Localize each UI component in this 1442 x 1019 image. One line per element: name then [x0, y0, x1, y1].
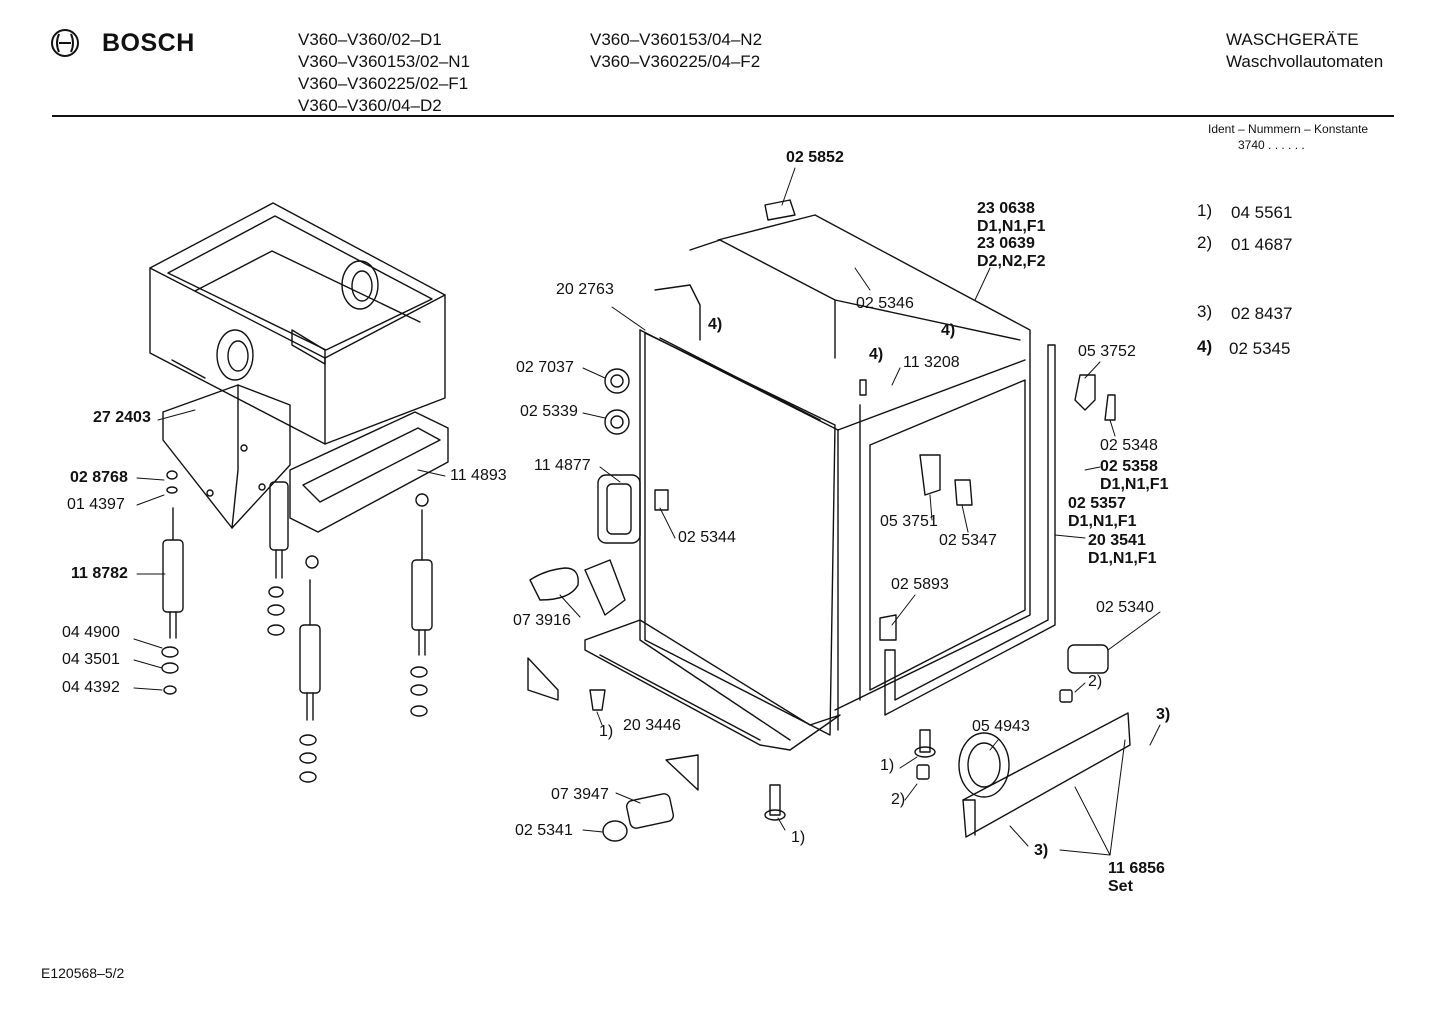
part-label: 02 5346 — [856, 295, 914, 312]
part-label: 02 5341 — [515, 822, 573, 839]
shock-absorber — [268, 482, 288, 635]
legend-part: 02 8437 — [1231, 304, 1293, 323]
part-label: 11 8782 — [71, 565, 128, 582]
ref-label: 2) — [891, 791, 906, 808]
header-divider — [52, 115, 1394, 117]
shock-absorber — [411, 494, 432, 716]
part-label: 20 3446 — [623, 717, 681, 734]
kickplate — [963, 713, 1130, 837]
legend-key: 1) — [1197, 201, 1213, 220]
part-label: 02 5344 — [678, 529, 736, 546]
model-line: V360–V360153/02–N1 — [298, 52, 471, 71]
part-label: 23 0638 — [977, 200, 1035, 217]
part-label: 05 3751 — [880, 513, 938, 530]
part-label: 02 5852 — [786, 149, 844, 166]
small-parts — [528, 200, 1115, 841]
door-frame — [598, 475, 640, 543]
ref-label: 1) — [880, 757, 895, 774]
part-label: 02 5348 — [1100, 437, 1158, 454]
part-label: 11 3208 — [903, 354, 960, 371]
ident-label: Ident – Nummern – Konstante — [1208, 122, 1369, 136]
part-label: 20 2763 — [556, 281, 614, 298]
ref-label: 3) — [1034, 842, 1049, 859]
brand-name: BOSCH — [102, 29, 195, 57]
ref-label: 1) — [791, 829, 806, 846]
cabinet-frame — [585, 215, 1030, 750]
part-label: 04 3501 — [62, 651, 120, 668]
part-label: 02 5358 — [1100, 458, 1158, 475]
legend-key: 2) — [1197, 233, 1213, 252]
set-label: Set — [1108, 878, 1133, 895]
variant-label: D2,N2,F2 — [977, 253, 1046, 270]
model-line: V360–V360/04–D2 — [298, 96, 442, 115]
drawing-code: E120568–5/2 — [41, 965, 125, 981]
shock-absorber — [162, 471, 183, 694]
part-label: 11 6856 — [1108, 860, 1165, 877]
ref-label: 4) — [708, 316, 723, 333]
leader-lines — [134, 168, 1160, 855]
ref-label: 3) — [1156, 706, 1171, 723]
part-label: 02 5340 — [1096, 599, 1154, 616]
variant-label: D1,N1,F1 — [1100, 476, 1169, 493]
part-label: 07 3947 — [551, 786, 609, 803]
bosch-logo-icon — [51, 29, 79, 57]
part-label: 23 0639 — [977, 235, 1035, 252]
model-line: V360–V360153/04–N2 — [590, 30, 763, 49]
front-panel — [645, 333, 835, 735]
part-label: 05 4943 — [972, 718, 1030, 735]
part-label: 05 3752 — [1078, 343, 1136, 360]
model-list-primary: V360–V360/02–D1 V360–V360153/02–N1 V360–… — [298, 29, 470, 117]
legend-part: 02 5345 — [1229, 339, 1291, 358]
legend-key: 3) — [1197, 302, 1213, 321]
part-label: 07 3916 — [513, 612, 571, 629]
shock-absorber — [300, 556, 320, 782]
side-frame — [885, 345, 1055, 715]
model-line: V360–V360225/02–F1 — [298, 74, 469, 93]
part-label: 01 4397 — [67, 496, 125, 513]
ident-value: 3740 . . . . . . — [1238, 138, 1305, 152]
mounting-bracket — [163, 385, 290, 528]
ref-label: 2) — [1088, 673, 1103, 690]
legend-part: 04 5561 — [1231, 203, 1293, 222]
category-block: WASCHGERÄTE Waschvollautomaten — [1226, 29, 1383, 73]
tub-support-box — [150, 203, 445, 444]
category-title: WASCHGERÄTE — [1226, 30, 1359, 49]
part-label: 11 4893 — [450, 467, 507, 484]
variant-label: D1,N1,F1 — [1068, 513, 1137, 530]
model-line: V360–V360225/04–F2 — [590, 52, 761, 71]
ref-label: 4) — [941, 322, 956, 339]
part-label: 02 5347 — [939, 532, 997, 549]
model-line: V360–V360/02–D1 — [298, 30, 442, 49]
ref-label: 4) — [869, 346, 884, 363]
legend-key: 4) — [1197, 337, 1213, 356]
part-label: 02 7037 — [516, 359, 574, 376]
ref-label: 1) — [599, 723, 614, 740]
model-list-secondary: V360–V360153/04–N2 V360–V360225/04–F2 — [590, 29, 762, 73]
part-label: 27 2403 — [93, 409, 151, 426]
category-subtitle: Waschvollautomaten — [1226, 52, 1384, 71]
variant-label: D1,N1,F1 — [977, 218, 1046, 235]
part-label: 04 4392 — [62, 679, 120, 696]
part-label: 20 3541 — [1088, 532, 1146, 549]
variant-label: D1,N1,F1 — [1088, 550, 1157, 567]
base-tray — [290, 412, 448, 532]
part-label: 02 5893 — [891, 576, 949, 593]
legend-part: 01 4687 — [1231, 235, 1293, 254]
part-label: 02 8768 — [70, 469, 128, 486]
part-label: 02 5357 — [1068, 495, 1126, 512]
part-label: 11 4877 — [534, 457, 591, 474]
part-label: 04 4900 — [62, 624, 120, 641]
part-label: 02 5339 — [520, 403, 578, 420]
